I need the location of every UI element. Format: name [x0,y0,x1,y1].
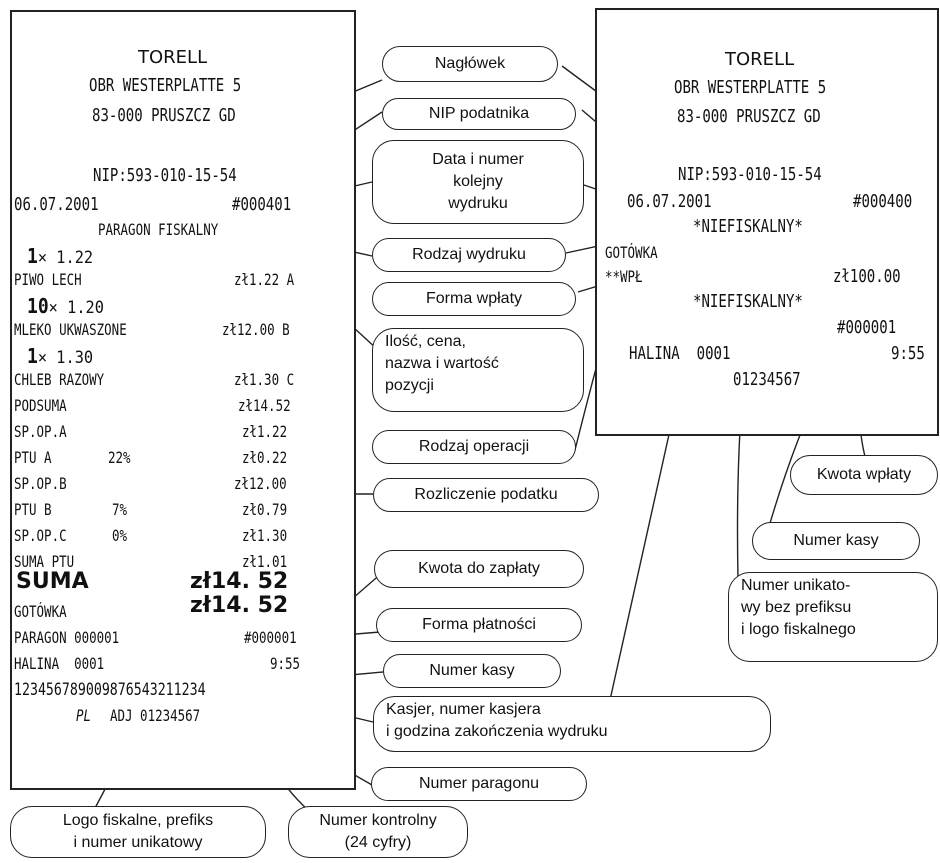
print-time: 9:55 [270,654,301,673]
fiscal-logo: PL [76,706,92,725]
tax-row-rate: 22% [108,448,131,467]
tax-row-rate: 7% [112,500,128,519]
control-number: 123456789009876543211234 [14,680,206,700]
cashier: HALINA 0001 [14,654,105,673]
tax-row-label: PTU A [14,448,52,467]
tax-row-value: zł1.22 [242,422,288,441]
callout-deposit-form: Forma wpłaty [372,282,576,316]
callout-print-type: Rodzaj wydruku [372,238,566,272]
item-1-value: zł1.22 A [234,270,295,289]
total-value: zł14. 52 [190,569,289,594]
operation-type: **WPŁ [605,267,643,286]
tax-row-value: zł12.00 [234,474,287,493]
tax-row-rate: 0% [112,526,128,545]
item-1-qty: 1× 1.22 [27,244,94,268]
tax-row-label: SUMA PTU [14,552,75,571]
tax-row-value: zł1.30 [242,526,288,545]
tax-row-label: SP.OP.B [14,474,67,493]
print-type: *NIEFISKALNY* [693,216,803,237]
nip: NIP:593-010-15-54 [678,164,822,185]
callout-payment-form: Forma płatności [376,608,582,642]
total-label: SUMA [16,569,89,594]
tax-row-label: PTU B [14,500,52,519]
tax-row-label: SP.OP.C [14,526,67,545]
callout-nip: NIP podatnika [382,98,576,130]
date: 06.07.2001 [14,194,99,215]
nonfiscal-receipt: TORELL OBR WESTERPLATTE 5 83-000 PRUSZCZ… [595,8,939,436]
payment-form: GOTÓWKA [605,243,658,262]
item-2-value: zł12.00 B [222,320,290,339]
item-2-name: MLEKO UKWASZONE [14,320,127,339]
item-3-name: CHLEB RAZOWY [14,370,105,389]
callout-amount-due: Kwota do zapłaty [374,550,584,588]
date: 06.07.2001 [627,191,712,212]
print-type-2: *NIEFISKALNY* [693,291,803,312]
item-3-qty: 1× 1.30 [27,344,94,368]
print-number: #000401 [232,194,292,215]
subtotal-value: zł14.52 [238,396,291,415]
payment-value: zł14. 52 [190,593,289,618]
print-number: #000400 [853,191,913,212]
header-city: 83-000 PRUSZCZ GD [92,105,236,126]
callout-register-right: Numer kasy [752,522,920,560]
callout-operation: Rodzaj operacji [372,430,576,464]
tax-row-label: SP.OP.A [14,422,67,441]
tax-row-value: zł1.01 [242,552,288,571]
callout-deposit-amount: Kwota wpłaty [790,455,938,495]
item-1-name: PIWO LECH [14,270,82,289]
payment-label: GOTÓWKA [14,602,67,621]
callout-control: Numer kontrolny(24 cyfry) [288,806,468,858]
cashier: HALINA 0001 [629,343,731,364]
fiscal-receipt: TORELL OBR WESTERPLATTE 5 83-000 PRUSZCZ… [10,10,356,790]
header-name: TORELL [725,49,795,70]
item-3-value: zł1.30 C [234,370,295,389]
tax-row-value: zł0.79 [242,500,288,519]
header-city: 83-000 PRUSZCZ GD [677,106,821,127]
callout-register-left: Numer kasy [383,654,561,688]
register-number: #000001 [837,317,897,338]
nip: NIP:593-010-15-54 [93,165,237,186]
deposit-amount: zł100.00 [833,266,901,287]
subtotal-label: PODSUMA [14,396,67,415]
unique-number: ADJ 01234567 [110,706,201,725]
receipt-number: PARAGON 000001 [14,628,120,647]
tax-row-value: zł0.22 [242,448,288,467]
print-type: PARAGON FISKALNY [98,220,219,239]
register-number: #000001 [244,628,297,647]
header-name: TORELL [138,47,208,68]
print-time: 9:55 [891,343,925,364]
header-street: OBR WESTERPLATTE 5 [674,77,827,98]
callout-receipt-no: Numer paragonu [371,767,587,801]
item-2-qty: 10× 1.20 [27,294,104,318]
unique-number: 01234567 [733,369,801,390]
callout-header: Nagłówek [382,46,558,82]
header-street: OBR WESTERPLATTE 5 [89,75,242,96]
callout-tax: Rozliczenie podatku [373,478,599,512]
